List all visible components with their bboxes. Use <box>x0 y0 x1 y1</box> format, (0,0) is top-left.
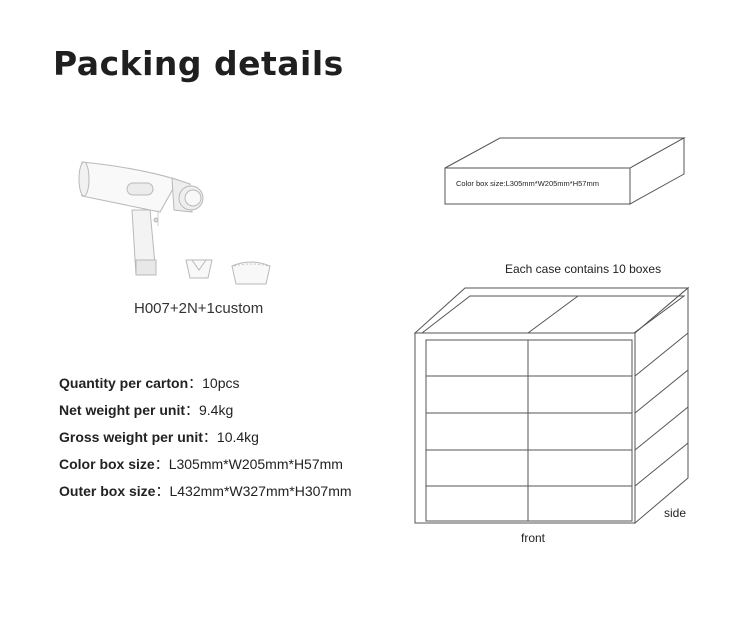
spec-label: Net weight per unit <box>59 402 185 418</box>
color-box-size-label: Color box size:L305mm*W205mm*H57mm <box>456 179 599 188</box>
spec-label: Quantity per carton <box>59 375 189 391</box>
massage-gun-icon <box>78 161 204 276</box>
attachment-head-icon <box>185 259 213 279</box>
outer-case-illustration <box>413 286 690 525</box>
spec-separator: ： <box>202 429 217 445</box>
spec-value: 10pcs <box>202 375 240 391</box>
spec-separator: ： <box>188 375 203 391</box>
spec-separator: ： <box>154 456 169 472</box>
spec-gross-weight: Gross weight per unit：10.4kg <box>59 427 352 454</box>
product-caption: H007+2N+1custom <box>134 300 264 317</box>
spec-outer-box-size: Outer box size：L432mm*W327mm*H307mm <box>59 481 352 508</box>
front-label: front <box>521 531 546 545</box>
spec-value: L305mm*W205mm*H57mm <box>168 456 343 472</box>
packing-specs-list: Quantity per carton：10pcs Net weight per… <box>59 373 352 508</box>
page-title: Packing details <box>53 44 344 83</box>
spec-net-weight: Net weight per unit：9.4kg <box>59 400 352 427</box>
spec-separator: ： <box>185 402 199 418</box>
spec-label: Color box size <box>59 456 155 472</box>
case-caption: Each case contains 10 boxes <box>505 262 662 276</box>
spec-value: L432mm*W327mm*H307mm <box>169 483 352 499</box>
spec-value: 9.4kg <box>199 402 234 418</box>
spec-separator: ： <box>155 483 170 499</box>
spec-value: 10.4kg <box>216 429 259 445</box>
massage-gun-illustration <box>78 161 213 279</box>
side-label: side <box>664 506 687 520</box>
spec-quantity-per-carton: Quantity per carton：10pcs <box>59 373 352 400</box>
spec-label: Outer box size <box>59 483 156 499</box>
attachment-round-head-icon <box>231 261 271 285</box>
spec-label: Gross weight per unit <box>59 429 203 445</box>
spec-color-box-size: Color box size：L305mm*W205mm*H57mm <box>59 454 352 481</box>
color-box-illustration <box>444 137 686 205</box>
